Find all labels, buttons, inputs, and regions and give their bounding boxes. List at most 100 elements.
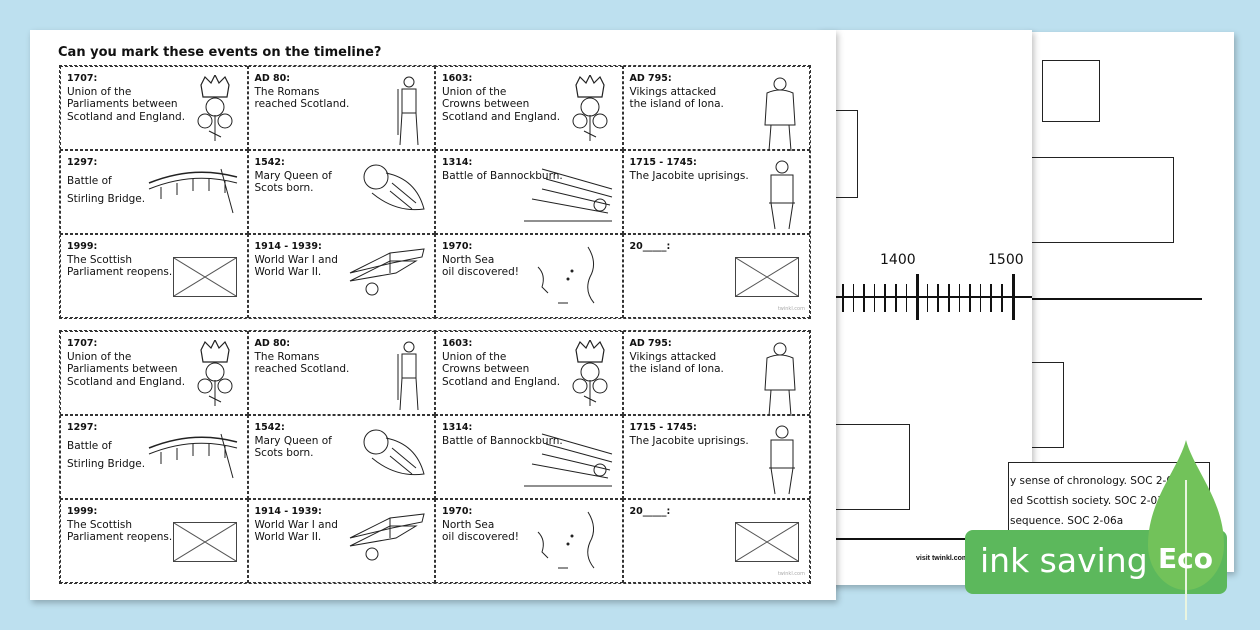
crown-thistle-icon xyxy=(191,73,239,147)
event-card: 1970:North Sea oil discovered! xyxy=(435,234,623,318)
event-description: The Jacobite uprisings. xyxy=(629,169,749,182)
timeline-tick xyxy=(863,284,865,312)
event-card: 1603:Union of the Crowns between Scotlan… xyxy=(435,66,623,150)
crown-thistle-icon xyxy=(566,73,614,147)
event-card: 1715 - 1745:The Jacobite uprisings. xyxy=(622,150,810,234)
timeline-tick xyxy=(948,284,950,312)
credit-text: twinkl.com xyxy=(777,305,805,312)
event-description: World War I and World War II. xyxy=(254,518,338,544)
outcome-line: y sense of chronology. SOC 2-02a xyxy=(1010,475,1187,487)
event-date: 1297: xyxy=(67,422,98,433)
event-date: 1297: xyxy=(67,157,98,168)
event-description: The Jacobite uprisings. xyxy=(629,434,749,447)
event-card: 1715 - 1745:The Jacobite uprisings. xyxy=(622,415,810,499)
event-description: North Sea oil discovered! xyxy=(442,518,519,544)
event-date: 1314: xyxy=(442,422,473,433)
eco-leaf-icon xyxy=(1148,440,1224,620)
viking-icon xyxy=(759,75,801,157)
event-date: 1542: xyxy=(254,157,285,168)
footer-rule xyxy=(818,538,1032,540)
event-card: 1999:The Scottish Parliament reopens. xyxy=(60,234,248,318)
event-description: The Romans reached Scotland. xyxy=(254,350,350,376)
event-date: 1999: xyxy=(67,241,98,252)
event-description: Battle of Stirling Bridge. xyxy=(67,439,146,470)
event-date: 1542: xyxy=(254,422,285,433)
timeline-axis xyxy=(818,296,1032,298)
event-card: AD 80:The Romans reached Scotland. xyxy=(247,66,435,153)
event-description: Mary Queen of Scots born. xyxy=(254,434,332,460)
year-label-1500: 1500 xyxy=(988,252,1024,268)
timeline-tick xyxy=(873,284,876,312)
event-date: 1970: xyxy=(442,506,473,517)
event-description: Union of the Crowns between Scotland and… xyxy=(442,85,561,123)
event-description: Union of the Crowns between Scotland and… xyxy=(442,350,561,388)
timeline-tick xyxy=(905,284,908,312)
event-card: 1970:North Sea oil discovered! xyxy=(435,499,623,583)
outcome-line: sequence. SOC 2-06a xyxy=(1010,515,1124,527)
saltire-flag-icon xyxy=(735,522,799,562)
saltire-flag-icon xyxy=(172,257,237,297)
credit-text: twinkl.com xyxy=(777,570,805,577)
event-description: World War I and World War II. xyxy=(254,253,338,279)
battle-spears-icon xyxy=(522,424,614,496)
event-card: 1914 - 1939:World War I and World War II… xyxy=(247,234,435,318)
event-description: Battle of Bannockburn. xyxy=(442,434,563,447)
event-card: AD 795:Vikings attacked the island of Io… xyxy=(622,66,810,152)
event-description: The Scottish Parliament reopens. xyxy=(67,518,173,544)
event-date: 1707: xyxy=(67,73,98,84)
event-description: Battle of Bannockburn. xyxy=(442,169,563,182)
timeline-box xyxy=(1042,60,1100,122)
event-description: Vikings attacked the island of Iona. xyxy=(629,350,724,376)
event-card: 1707:Union of the Parliaments between Sc… xyxy=(60,66,248,150)
event-date: 1914 - 1939: xyxy=(254,241,322,252)
viking-icon xyxy=(759,340,801,422)
event-date: 1603: xyxy=(442,338,473,349)
event-date: AD 795: xyxy=(629,73,672,84)
ink-saving-label: ink saving xyxy=(980,541,1148,580)
event-card: 1297: Battle of Stirling Bridge. xyxy=(60,150,248,234)
timeline-tick xyxy=(852,284,855,312)
event-card: 20_____:twinkl.com xyxy=(622,499,810,583)
year-label-1400: 1400 xyxy=(880,252,916,268)
event-date: 1314: xyxy=(442,157,473,168)
event-date: 20_____: xyxy=(629,241,671,252)
roman-soldier-icon xyxy=(392,75,426,153)
event-card: 1314:Battle of Bannockburn. xyxy=(435,415,623,499)
north-sea-map-icon xyxy=(528,508,614,580)
event-card: 1542:Mary Queen of Scots born. xyxy=(247,150,435,234)
card-grid-bottom: 1707:Union of the Parliaments between Sc… xyxy=(59,330,811,584)
footer-url: visit twinkl.com xyxy=(916,555,969,562)
timeline-tick xyxy=(895,284,897,312)
event-date: 1999: xyxy=(67,506,98,517)
timeline-tick xyxy=(969,284,971,312)
worksheet-page: Can you mark these events on the timelin… xyxy=(30,30,836,600)
saltire-flag-icon xyxy=(735,257,799,297)
event-description: Mary Queen of Scots born. xyxy=(254,169,332,195)
event-date: AD 795: xyxy=(629,338,672,349)
event-description: North Sea oil discovered! xyxy=(442,253,519,279)
event-card: AD 795:Vikings attacked the island of Io… xyxy=(622,331,810,417)
event-description: Vikings attacked the island of Iona. xyxy=(629,85,724,111)
crown-thistle-icon xyxy=(191,338,239,412)
timeline-tick xyxy=(990,284,992,312)
timeline-axis xyxy=(1012,298,1202,300)
timeline-tick xyxy=(884,284,886,312)
roman-soldier-icon xyxy=(392,340,426,418)
event-description: Battle of Stirling Bridge. xyxy=(67,174,146,205)
crown-thistle-icon xyxy=(566,338,614,412)
outcome-line: ed Scottish society. SOC 2-03a xyxy=(1010,495,1171,507)
biplane-icon xyxy=(346,508,426,568)
event-date: 1603: xyxy=(442,73,473,84)
timeline-tick xyxy=(1001,284,1003,312)
event-card: 1707:Union of the Parliaments between Sc… xyxy=(60,331,248,415)
event-card: 1914 - 1939:World War I and World War II… xyxy=(247,499,435,583)
card-grid-top: 1707:Union of the Parliaments between Sc… xyxy=(59,65,811,319)
timeline-tick xyxy=(958,284,961,312)
saltire-flag-icon xyxy=(172,522,237,562)
event-description: Union of the Parliaments between Scotlan… xyxy=(67,85,186,123)
event-card: 1542:Mary Queen of Scots born. xyxy=(247,415,435,499)
event-date: 1707: xyxy=(67,338,98,349)
event-description: The Romans reached Scotland. xyxy=(254,85,350,111)
timeline-tick xyxy=(926,284,929,312)
event-card: 20_____: twinkl.com xyxy=(622,234,810,318)
